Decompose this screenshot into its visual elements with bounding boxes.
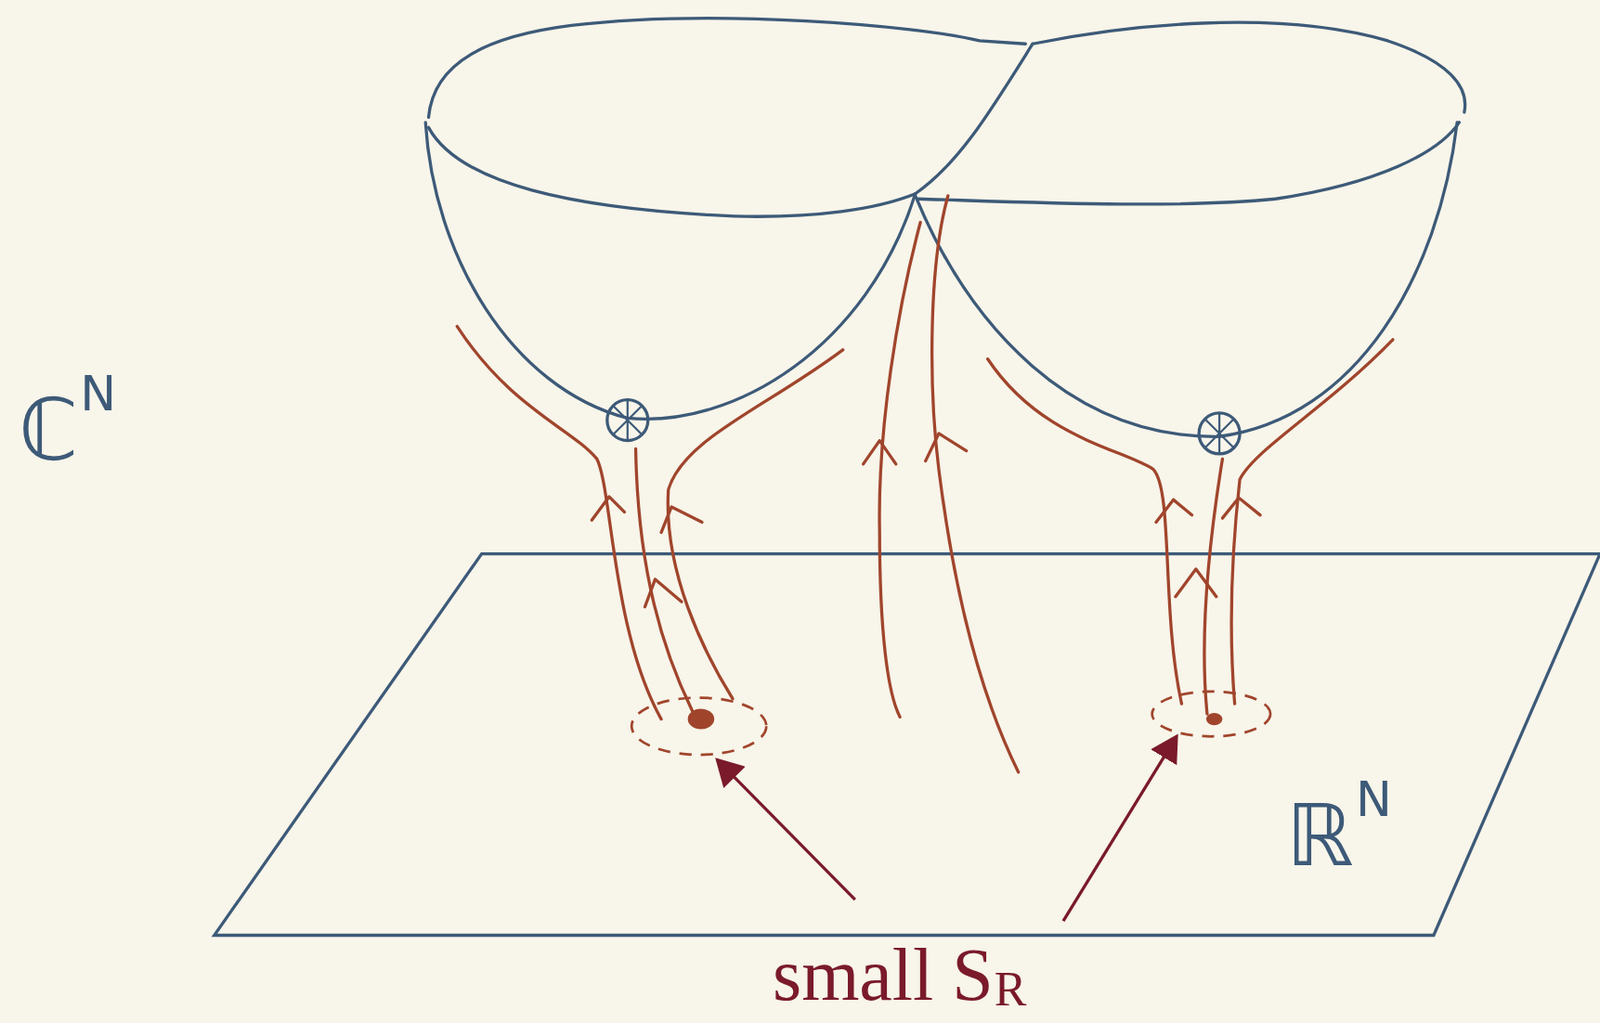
flow-arrow — [591, 496, 625, 521]
leader-arrow — [716, 760, 855, 901]
flow-line — [636, 448, 695, 715]
small-region — [1152, 691, 1271, 737]
flow-arrow — [1175, 569, 1217, 598]
right-bowl-rim-bottom — [918, 122, 1459, 205]
region-point — [688, 709, 716, 730]
flow-line — [932, 195, 1019, 773]
space-name: ℝ — [1286, 793, 1354, 880]
flow-arrow — [925, 433, 967, 462]
critical-point-cross — [612, 400, 642, 442]
space-exponent: N — [79, 369, 117, 418]
flow-line — [456, 326, 662, 720]
bowl-join — [915, 43, 1033, 195]
caption-subscript: R — [994, 965, 1028, 1015]
flow-arrow — [863, 441, 897, 465]
flow-line — [988, 359, 1183, 704]
leader-arrow — [1063, 736, 1177, 922]
left-bowl — [425, 122, 915, 420]
flow-line — [1231, 339, 1393, 704]
flow-arrow — [661, 507, 703, 533]
left-bowl-rim-bottom — [429, 127, 916, 217]
flow-arrow — [1156, 499, 1192, 522]
real-plane — [214, 554, 1600, 937]
critical-point-cross — [1205, 413, 1235, 455]
critical-point — [607, 400, 649, 442]
space-name: ℂ — [18, 388, 79, 474]
flow-line — [667, 350, 843, 700]
region-point — [1206, 713, 1223, 726]
caption-text: small S — [772, 937, 994, 1013]
space-exponent: N — [1355, 775, 1392, 824]
flow-arrow — [1222, 497, 1261, 519]
left-bowl-rim-top — [429, 18, 1027, 118]
right-bowl — [915, 122, 1457, 437]
flow-arrow — [644, 579, 682, 608]
flow-line — [879, 222, 921, 718]
small-region — [631, 698, 767, 756]
right-bowl-rim-top — [1032, 22, 1466, 113]
critical-point — [1198, 413, 1240, 455]
